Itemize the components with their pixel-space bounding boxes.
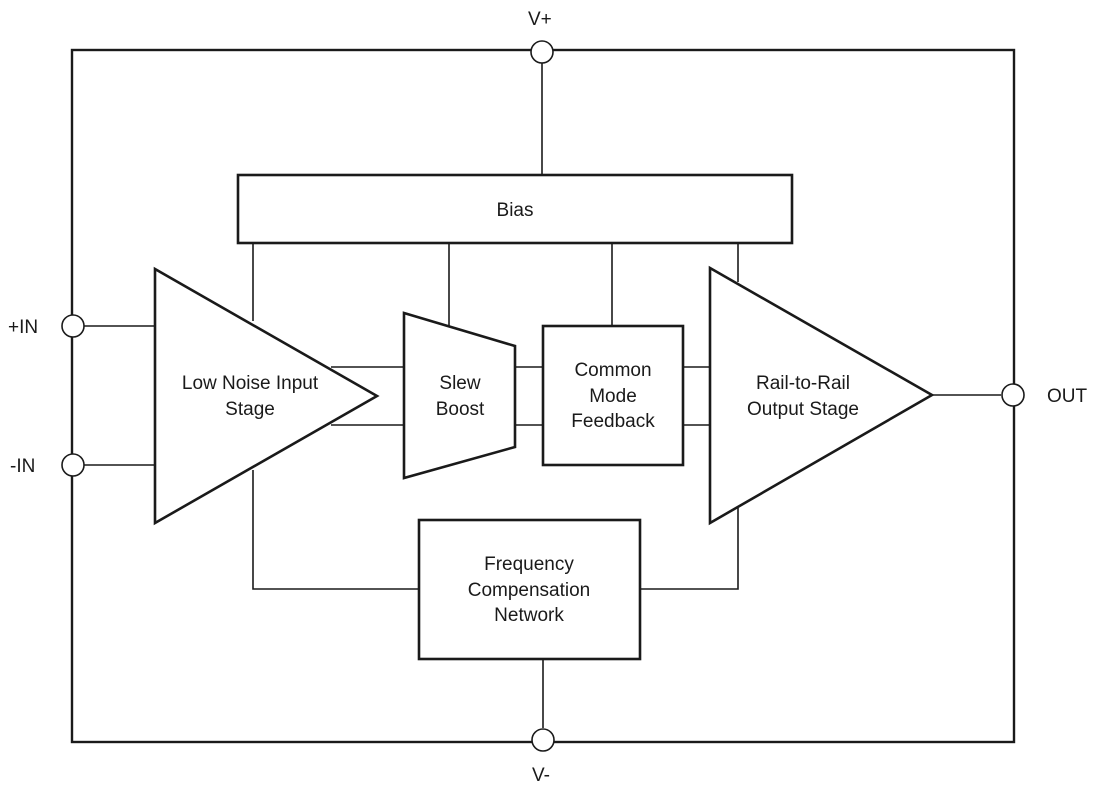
- output-stage-label-line2: Output Stage: [747, 399, 859, 420]
- wires: [84, 63, 1001, 728]
- common-mode-label-line1: Common: [574, 360, 651, 381]
- freq-comp-label-line3: Network: [494, 605, 564, 626]
- freq-comp-label-line2: Compensation: [468, 580, 591, 601]
- freq-comp-label-line1: Frequency: [484, 554, 574, 575]
- vminus-pin: [531, 728, 555, 752]
- input-stage-label-line1: Low Noise Input: [182, 373, 319, 394]
- bias-block: [236, 173, 794, 245]
- common-mode-label-line3: Feedback: [571, 411, 655, 432]
- input-stage-triangle: [153, 266, 380, 526]
- vplus-pin: [530, 40, 554, 64]
- in-plus-pin: [61, 314, 85, 338]
- slew-boost-label-line1: Slew: [439, 373, 480, 394]
- output-stage-triangle: [708, 265, 935, 526]
- common-mode-label-line2: Mode: [589, 386, 637, 407]
- common-mode-feedback-block: [541, 324, 685, 467]
- bias-label: Bias: [497, 200, 534, 221]
- in-plus-label: +IN: [8, 317, 38, 338]
- out-label: OUT: [1047, 386, 1088, 407]
- slew-boost-label-line2: Boost: [436, 399, 485, 420]
- slew-boost-block: [402, 311, 517, 480]
- in-minus-pin: [61, 453, 85, 477]
- vminus-label: V-: [532, 765, 550, 786]
- in-minus-label: -IN: [10, 456, 35, 477]
- out-pin: [1001, 383, 1025, 407]
- input-stage-label-line2: Stage: [225, 399, 275, 420]
- vplus-label: V+: [528, 9, 552, 30]
- output-stage-label-line1: Rail-to-Rail: [756, 373, 850, 394]
- frequency-compensation-block: [417, 518, 642, 661]
